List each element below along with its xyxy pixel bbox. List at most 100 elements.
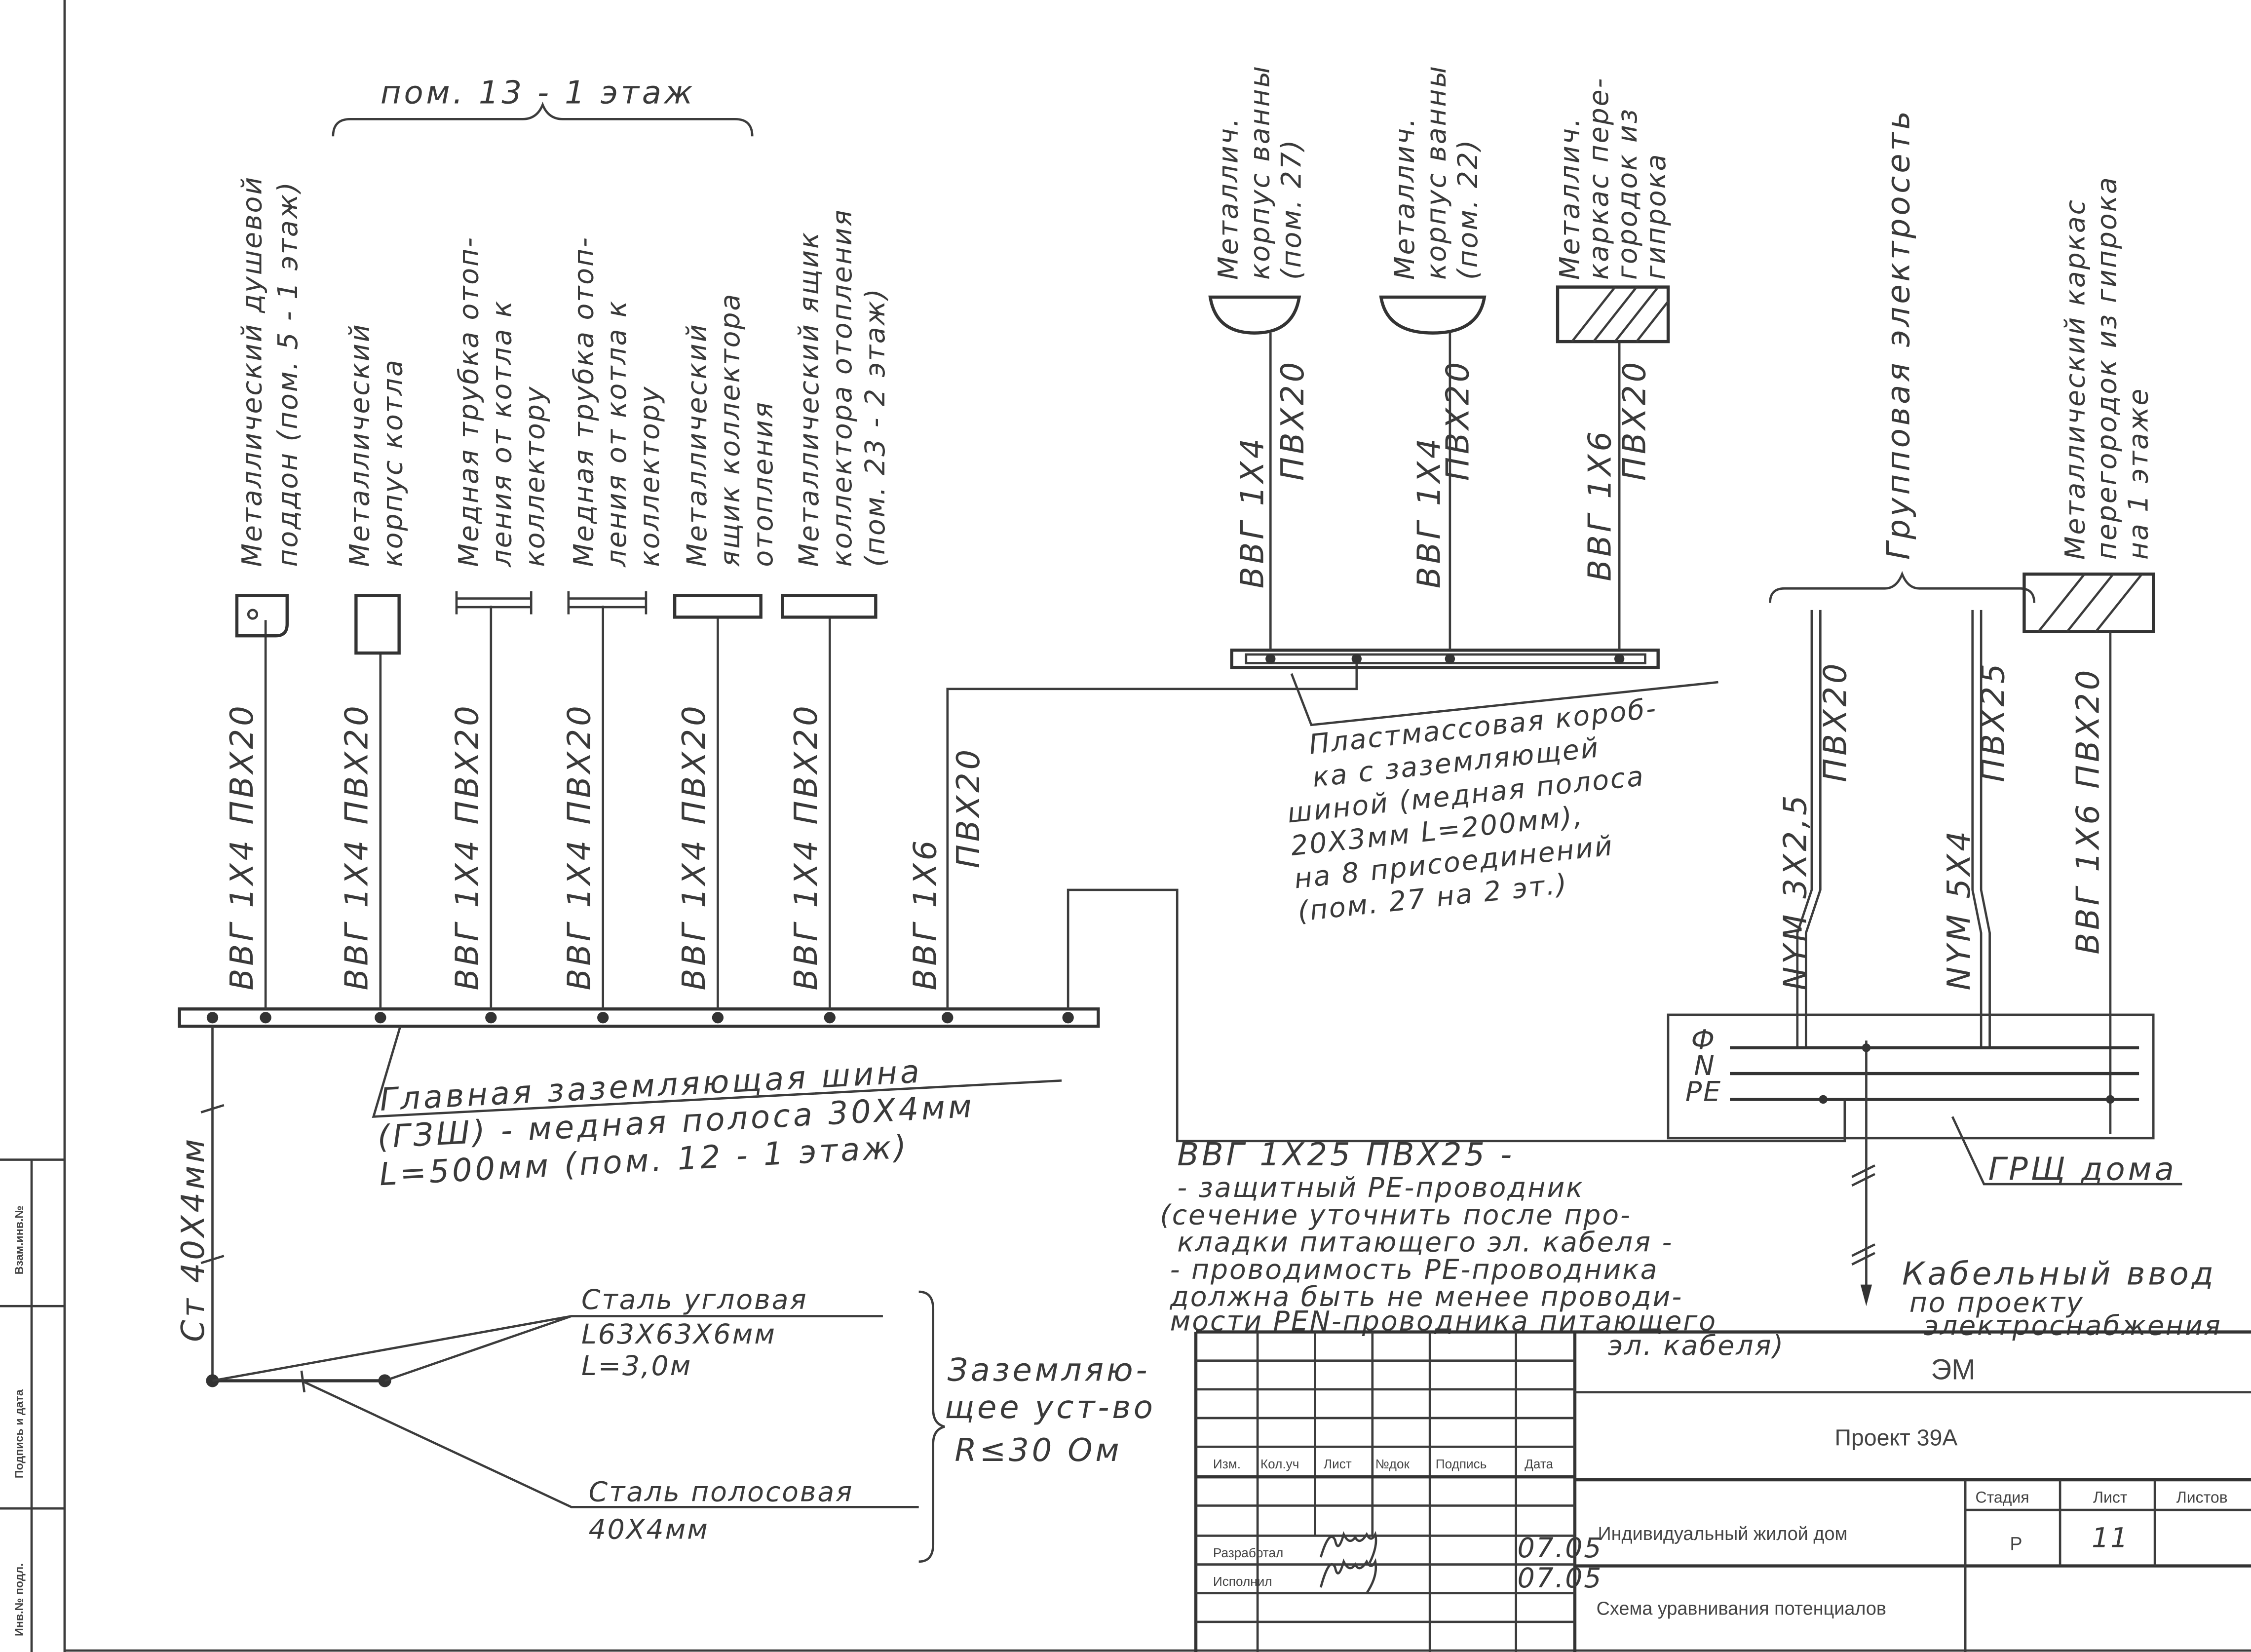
item-label: отопления	[748, 401, 779, 567]
item-label: Металлич.	[1213, 116, 1244, 280]
note-line: кладки питающего эл. кабеля -	[1177, 1227, 1673, 1259]
earthing-label: щее уст-во	[945, 1389, 1156, 1426]
cable-entry-note: Кабельный ввод по проекту электроснабжен…	[1902, 1256, 2222, 1342]
left-item-symbols	[235, 591, 878, 655]
item-label: (пом. 22)	[1452, 139, 1484, 280]
cable-label: ВВГ 1Х6	[908, 838, 944, 991]
bus-terminals	[206, 1012, 1074, 1024]
cable-label: ВВГ 1Х6	[1582, 428, 1619, 581]
sheet-title: Схема уравнивания потенциалов	[1597, 1598, 1886, 1619]
neutral-label: N	[1694, 1050, 1716, 1082]
note-line: электроснабжения	[1924, 1310, 2222, 1342]
item-label: ления от котла к	[487, 300, 518, 568]
revision-grid	[1196, 1332, 1575, 1652]
left-item-labels: Металлический душевой поддон (пом. 5 - 1…	[236, 176, 891, 568]
note-line: (сечение уточнить после про-	[1160, 1199, 1632, 1231]
item-label: поддон (пом. 5 - 1 этаж)	[272, 181, 304, 567]
document-code: ЭМ	[1931, 1354, 1975, 1386]
item-label: на 1 этаже	[2123, 387, 2155, 560]
item-label: Медная трубка отоп-	[454, 236, 485, 567]
item-label: коллектору	[519, 385, 551, 567]
header-doc-no: №док	[1375, 1457, 1410, 1471]
item-label: коллектора отопления	[827, 208, 858, 567]
signature	[1319, 1558, 1377, 1594]
title-block: Изм. Кол.уч Лист №док Подпись Дата Разра…	[1194, 1330, 2251, 1652]
item-label: Металлический ящик	[794, 231, 825, 567]
strip-steel-label: Сталь полосовая	[589, 1477, 854, 1508]
pe-label: PE	[1685, 1076, 1722, 1108]
item-label: (пом. 23 - 2 этаж)	[860, 287, 891, 567]
top-item-labels: Металлич. корпус ванны (пом. 27) Металли…	[1213, 65, 1672, 588]
angle-steel-length: L=3,0м	[581, 1350, 692, 1382]
project-name: Проект 39А	[1834, 1424, 1957, 1450]
earthing-resistance: R≤30 Ом	[954, 1432, 1122, 1469]
left-cable-labels: ВВГ 1Х4 ПВХ20 ВВГ 1Х4 ПВХ20 ВВГ 1Х4 ПВХ2…	[224, 703, 987, 990]
stamp-signature-date: Подпись и дата	[13, 1389, 26, 1478]
main-grounding-bus	[178, 1007, 1100, 1028]
sheet-value: 11	[2092, 1523, 2129, 1554]
room-brace-label: пом. 13 - 1 этаж	[381, 75, 695, 111]
header-date: Дата	[1525, 1457, 1553, 1471]
left-conductors	[264, 606, 831, 1009]
phase-label: Ф	[1691, 1025, 1716, 1056]
role-developed: Разработал	[1213, 1545, 1283, 1560]
main-distribution-panel: Ф N PE ГРЩ дома	[1667, 1013, 2182, 1306]
strip-steel-size: 40Х4мм	[589, 1514, 709, 1545]
note-line: - защитный PE-проводник	[1177, 1172, 1584, 1204]
item-label: Металлический душевой	[236, 176, 268, 567]
date-executed: 07.05	[1518, 1563, 1603, 1594]
cable-label: ВВГ 1Х4 ПВХ20	[676, 703, 713, 990]
sheet-header: Лист	[2093, 1489, 2128, 1506]
partition-frame-symbol	[1556, 285, 1670, 344]
item-label: ления от котла к	[601, 300, 633, 568]
cable-label: ПВХ25	[1976, 661, 2012, 782]
angle-steel-label: Сталь угловая	[581, 1284, 807, 1316]
cable-label: ПВХ20	[951, 747, 987, 868]
pe-conductor	[1067, 888, 1846, 1143]
cable-label: ВВГ 1Х4 ПВХ20	[450, 703, 486, 990]
sheets-header: Листов	[2176, 1489, 2228, 1506]
bathtub-symbol	[1379, 295, 1487, 335]
item-label: корпус ванны	[1244, 65, 1276, 280]
note-line: ВВГ 1Х25 ПВХ25 -	[1177, 1137, 1515, 1173]
item-label: Металлич.	[1555, 116, 1586, 280]
stamp-replaced-inv: Взам.инв.№	[13, 1206, 26, 1275]
item-label: городок из	[1612, 108, 1643, 280]
item-label: ящик коллектора	[715, 293, 746, 567]
item-label: корпус ванны	[1421, 65, 1452, 280]
plastic-box-note: Пластмассовая короб- ка с заземляющей ши…	[1286, 673, 1718, 928]
right-partition-item: Металлический каркас перегородок из гипр…	[2022, 176, 2155, 1134]
note-line: по проекту	[1909, 1287, 2084, 1319]
note-line: Кабельный ввод	[1902, 1256, 2216, 1293]
item-label: коллектору	[634, 385, 666, 567]
collector-box-symbol	[781, 594, 878, 619]
cable-label: ВВГ 1Х4	[1235, 436, 1271, 589]
header-kol-uch: Кол.уч	[1260, 1457, 1299, 1471]
header-izm: Изм.	[1213, 1457, 1241, 1471]
role-executed: Исполнил	[1213, 1574, 1272, 1589]
note-line: должна быть не менее проводи-	[1170, 1281, 1683, 1313]
stage-header: Стадия	[1976, 1489, 2029, 1506]
item-label: Металлич.	[1389, 116, 1421, 280]
room-brace: пом. 13 - 1 этаж	[332, 75, 754, 137]
header-signature: Подпись	[1436, 1457, 1487, 1471]
cable-label: ПВХ20	[1275, 359, 1311, 481]
item-label: Медная трубка отоп-	[568, 236, 600, 567]
item-label: гипрока	[1641, 153, 1672, 280]
bathtub-symbol	[1208, 295, 1301, 335]
stamp-original-inv: Инв.№ подл.	[13, 1563, 26, 1636]
cable-label: ВВГ 1Х4 ПВХ20	[788, 703, 825, 990]
item-label: Металлический	[682, 323, 713, 567]
boiler-housing-symbol	[354, 594, 401, 655]
cable-label: ПВХ20	[1440, 359, 1477, 481]
earthing-device: Ст 40Х4мм Сталь угловая L63Х63Х6мм L=3,0…	[175, 1026, 1156, 1563]
collector-box-symbol	[673, 594, 763, 619]
note-line: эл. кабеля)	[1608, 1330, 1785, 1362]
cable-label: ПВХ20	[1616, 359, 1653, 481]
item-label: каркас пере-	[1583, 77, 1615, 280]
cable-label: ВВГ 1Х4 ПВХ20	[562, 703, 598, 990]
panel-label: ГРЩ дома	[1988, 1151, 2177, 1188]
strip-label: Ст 40Х4мм	[175, 1136, 212, 1342]
